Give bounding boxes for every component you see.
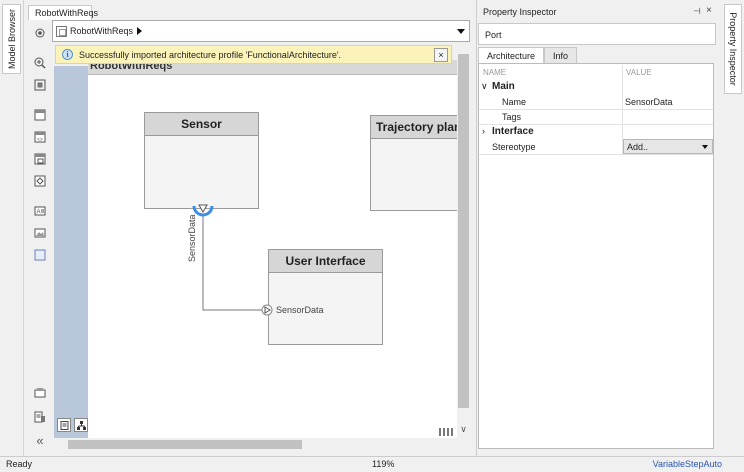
selected-port-highlight xyxy=(192,205,214,217)
left-panel-strip xyxy=(0,0,24,456)
status-bar: Ready 119% VariableStepAuto xyxy=(0,456,744,472)
sensor-data-connection[interactable] xyxy=(202,216,264,311)
model-data-editor-icon[interactable] xyxy=(32,386,48,400)
zoom-in-icon[interactable] xyxy=(32,56,48,70)
input-port-icon xyxy=(264,306,271,314)
stereotype-value: Add.. xyxy=(627,142,649,152)
notification-bar: i Successfully imported architecture pro… xyxy=(55,45,452,64)
column-headers: NAME VALUE xyxy=(479,66,713,79)
info-icon: i xyxy=(62,49,73,60)
interface-section-label: Interface xyxy=(492,126,534,137)
connection-svg xyxy=(192,204,273,316)
tab-architecture[interactable]: Architecture xyxy=(478,47,545,63)
trajectory-title: Trajectory plan xyxy=(371,116,457,139)
breadcrumb-model-name[interactable]: RobotWithReqs xyxy=(70,26,134,36)
connection-label: SensorData xyxy=(187,214,197,262)
annotation-icon[interactable]: A xyxy=(32,204,48,218)
stereotype-dropdown[interactable]: Add.. xyxy=(623,139,713,154)
property-inspector-tab[interactable]: Property Inspector xyxy=(724,4,742,94)
properties-table xyxy=(478,63,714,449)
name-property-value[interactable]: SensorData xyxy=(625,97,673,107)
value-column-header: VALUE xyxy=(626,68,652,77)
requirements-icon[interactable] xyxy=(32,410,48,424)
stereotype-property-row[interactable]: Stereotype xyxy=(479,140,713,155)
column-divider xyxy=(622,65,623,155)
user-interface-component[interactable]: User Interface xyxy=(268,249,383,345)
user-interface-title: User Interface xyxy=(269,250,382,273)
property-inspector-tab-label: Property Inspector xyxy=(728,12,738,86)
model-browser-tab[interactable]: Model Browser xyxy=(2,4,21,74)
breadcrumb[interactable]: RobotWithReqs xyxy=(52,20,470,42)
port-label: SensorData xyxy=(276,305,324,315)
pin-icon[interactable]: ⊣ xyxy=(693,6,701,16)
canvas-toolbar: <> A « xyxy=(28,20,52,456)
collapse-toolbar-icon[interactable]: « xyxy=(36,432,44,448)
model-icon xyxy=(56,25,67,37)
chevron-right-icon[interactable] xyxy=(137,27,143,35)
close-icon[interactable]: × xyxy=(434,48,448,62)
interface-section-row[interactable]: › Interface xyxy=(479,125,713,140)
trajectory-planning-component[interactable]: Trajectory plan xyxy=(370,115,457,211)
chevron-down-icon[interactable] xyxy=(702,145,708,149)
inspector-tabs: Architecture Info xyxy=(478,47,578,63)
scroll-down-icon[interactable]: ∨ xyxy=(460,424,467,434)
svg-text:<>: <> xyxy=(37,137,43,143)
tags-property-row[interactable]: Tags xyxy=(479,110,713,125)
element-type-label: Port xyxy=(485,30,502,40)
hierarchy-view-icon[interactable] xyxy=(74,418,88,432)
document-tab[interactable]: RobotWithReqs xyxy=(28,5,98,20)
chevron-right-icon[interactable]: › xyxy=(482,126,485,136)
horizontal-scroll-thumb[interactable] xyxy=(68,440,302,449)
chevron-down-icon[interactable] xyxy=(457,29,465,34)
fit-to-view-icon[interactable] xyxy=(32,78,48,92)
component-icon[interactable] xyxy=(32,108,48,122)
reference-component-icon[interactable]: <> xyxy=(32,130,48,144)
overview-icon[interactable] xyxy=(439,428,455,436)
adapter-icon[interactable] xyxy=(32,174,48,188)
hide-show-browser-icon[interactable] xyxy=(32,26,48,40)
chevron-down-icon[interactable]: ∨ xyxy=(481,81,488,91)
property-inspector-title: Property Inspector xyxy=(483,7,557,17)
name-property-label: Name xyxy=(502,97,527,107)
sensor-title: Sensor xyxy=(145,113,258,136)
main-section-label: Main xyxy=(492,81,515,92)
close-icon[interactable]: × xyxy=(706,5,712,16)
sensor-component[interactable]: Sensor xyxy=(144,112,259,209)
status-text: Ready xyxy=(6,459,33,469)
vertical-scroll-thumb[interactable] xyxy=(458,54,469,408)
element-type: Port xyxy=(478,23,716,45)
variant-component-icon[interactable] xyxy=(32,152,48,166)
tab-info[interactable]: Info xyxy=(544,47,578,63)
zoom-level: 119% xyxy=(372,459,395,469)
image-icon[interactable] xyxy=(32,226,48,240)
output-port-icon[interactable] xyxy=(198,204,208,214)
main-section-row[interactable]: ∨ Main xyxy=(479,80,713,95)
document-view-icon[interactable] xyxy=(57,418,71,432)
area-icon[interactable] xyxy=(32,248,48,262)
svg-text:A: A xyxy=(37,210,41,216)
tags-property-label: Tags xyxy=(502,112,522,122)
notification-message: Successfully imported architecture profi… xyxy=(79,49,342,60)
name-column-header: NAME xyxy=(483,68,507,77)
stereotype-label: Stereotype xyxy=(492,142,536,152)
solver-link[interactable]: VariableStepAuto xyxy=(652,459,722,469)
view-buttons xyxy=(57,418,91,432)
name-property-row[interactable]: Name SensorData xyxy=(479,95,713,110)
